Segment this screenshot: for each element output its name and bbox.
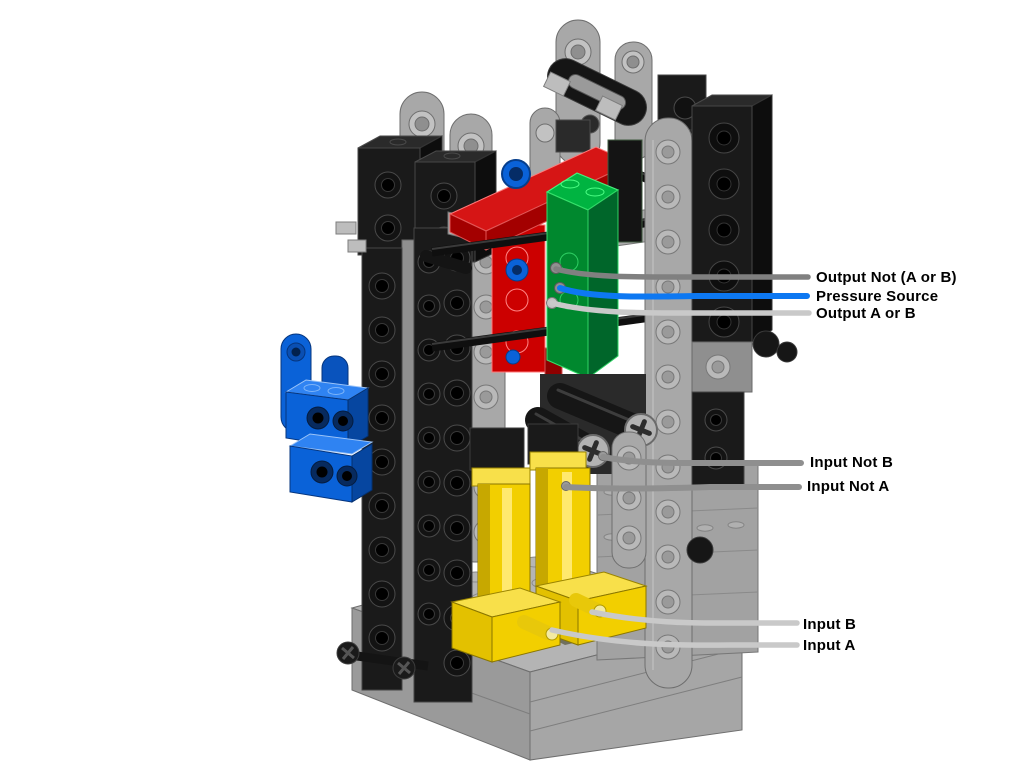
black-knob-2 xyxy=(776,341,798,363)
blue-valve-brick-1 xyxy=(284,379,370,449)
input-a-port xyxy=(517,615,555,640)
black-pin xyxy=(420,250,472,274)
left-pump-cap xyxy=(471,467,531,487)
callout-labels: Output Not (A or B) Pressure Source Outp… xyxy=(803,269,957,654)
label-input-b: Input B xyxy=(803,616,856,633)
label-input-not-a: Input Not A xyxy=(807,478,889,495)
black-connector-small xyxy=(555,119,591,153)
bottom-axle-with-screws xyxy=(336,641,429,680)
hose-input-not-b xyxy=(600,454,804,467)
hoses xyxy=(546,262,812,648)
hose-input-b xyxy=(589,609,800,626)
blue-valve-assembly xyxy=(280,333,374,503)
right-tower xyxy=(644,94,798,689)
black-knob-1 xyxy=(752,330,780,358)
right-black-beam-column xyxy=(691,94,773,343)
gray-axle-connector-1 xyxy=(542,71,572,97)
green-valve-brick xyxy=(545,172,620,379)
label-output-not-a-or-b: Output Not (A or B) xyxy=(816,269,957,286)
hose-input-a xyxy=(549,627,800,648)
blue-valve-brick-2 xyxy=(288,433,374,503)
hose-output-not xyxy=(553,266,811,280)
label-input-not-b: Input Not B xyxy=(810,454,893,471)
right-black-lower-beam xyxy=(691,391,745,489)
input-b-port xyxy=(569,593,604,617)
black-knob-3 xyxy=(686,536,714,564)
right-gray-beam-column xyxy=(644,117,693,689)
green-front-face xyxy=(546,191,589,379)
black-top-box-1 xyxy=(357,135,443,256)
hose-output-a-or-b xyxy=(549,300,812,316)
gray-axle-connector-2 xyxy=(594,95,624,121)
blue-cylinder-end xyxy=(501,159,531,365)
left-pump-base xyxy=(450,587,562,663)
hose-input-not-a xyxy=(563,484,802,492)
gray-axle-pins xyxy=(335,221,367,253)
label-pressure-source: Pressure Source xyxy=(816,288,938,305)
label-output-a-or-b: Output A or B xyxy=(816,305,916,322)
right-pump-cap xyxy=(529,451,587,471)
label-input-a: Input A xyxy=(803,637,856,654)
hose-pressure-source xyxy=(557,285,810,300)
